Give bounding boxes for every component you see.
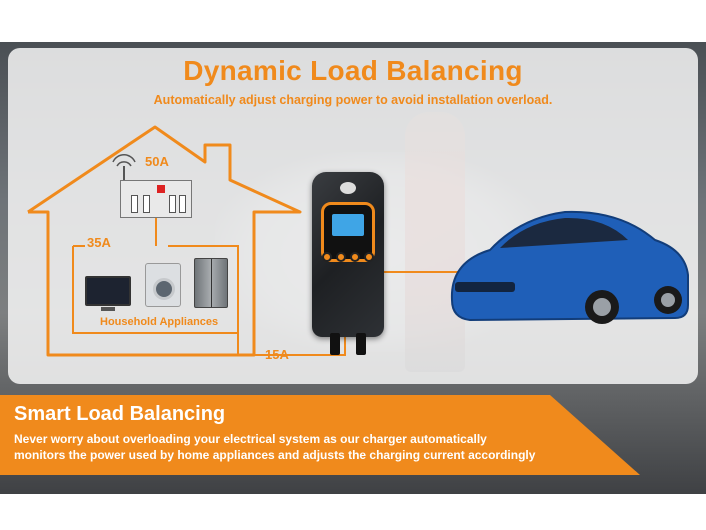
banner-title: Smart Load Balancing [14, 403, 226, 425]
banner-description: Never worry about overloading your elect… [14, 431, 574, 463]
page-title: Dynamic Load Balancing [183, 55, 523, 86]
banner-line-1: Never worry about overloading your elect… [14, 432, 487, 446]
refrigerator-icon [194, 258, 228, 308]
charger-line [237, 300, 346, 356]
wifi-icon [112, 154, 136, 180]
breaker-box-icon [120, 180, 192, 218]
ev-charger-icon [312, 172, 384, 355]
feature-banner [0, 395, 640, 475]
house-outline [27, 125, 302, 357]
household-current-label: 35A [87, 235, 111, 250]
washing-machine-icon [145, 263, 181, 307]
breaker-current-label: 50A [145, 154, 169, 169]
electric-car-icon [450, 210, 689, 324]
charger-current-label: 15A [265, 347, 289, 362]
car-line [377, 271, 458, 320]
tv-icon [85, 276, 131, 311]
household-appliances-label: Household Appliances [100, 316, 219, 328]
page-subtitle: Automatically adjust charging power to a… [153, 93, 553, 107]
banner-line-2: monitors the power used by home applianc… [14, 448, 536, 462]
